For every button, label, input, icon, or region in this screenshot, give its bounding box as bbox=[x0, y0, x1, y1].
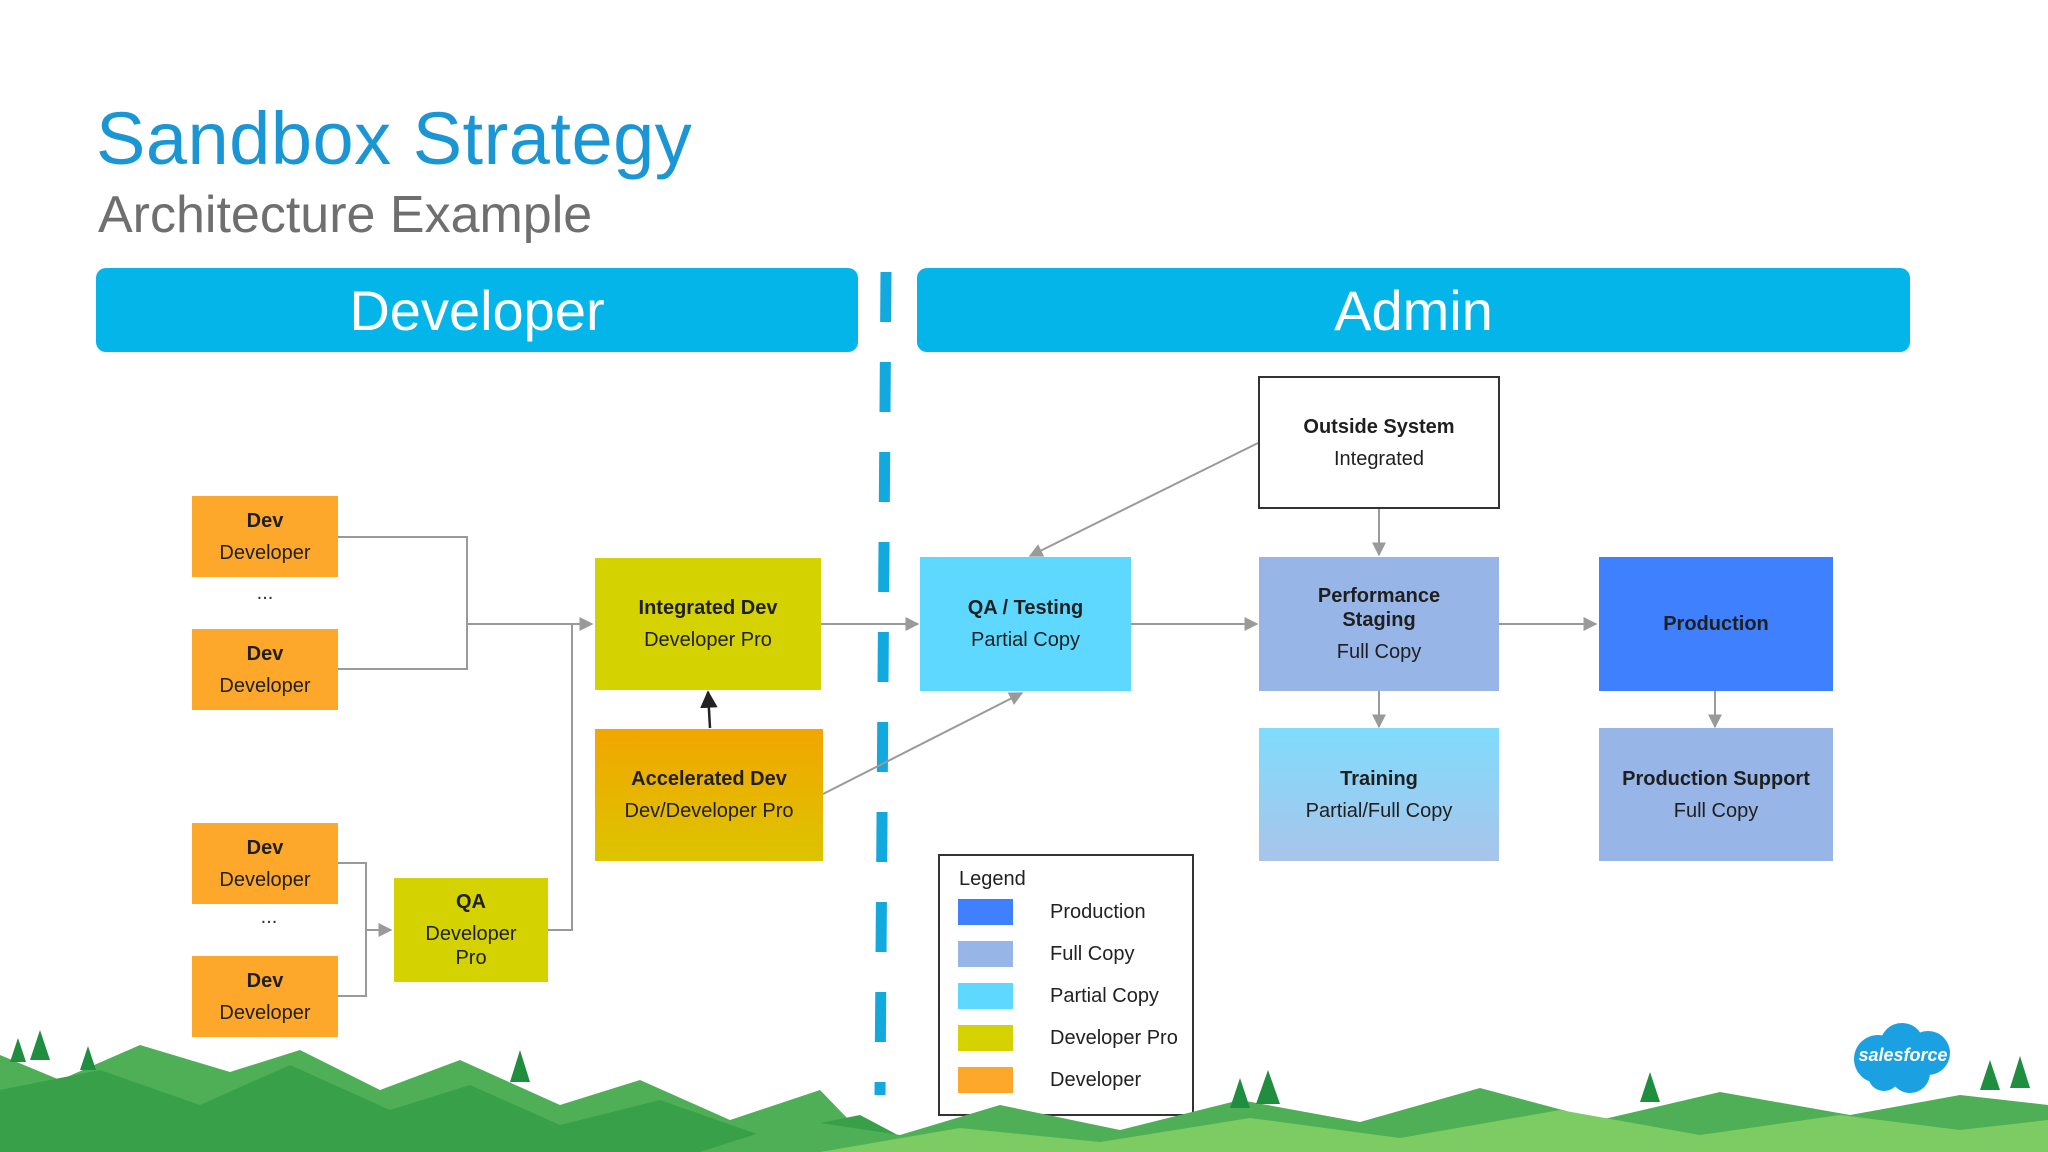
dev-sandbox-2-title: Dev bbox=[246, 642, 284, 665]
connector-accelerated-to-qa-testing bbox=[822, 692, 1024, 795]
dev-sandbox-1-title: Dev bbox=[246, 509, 284, 532]
qa-testing-type: Partial Copy bbox=[971, 629, 1080, 651]
qa-testing-sandbox: QA / Testing Partial Copy bbox=[920, 557, 1131, 691]
integrated-dev-sandbox: Integrated Dev Developer Pro bbox=[595, 558, 821, 690]
dev-sandbox-1-type: Developer bbox=[219, 541, 311, 564]
legend-swatch-production bbox=[958, 899, 1013, 925]
legend-label-production: Production bbox=[1050, 900, 1146, 923]
performance-staging-type: Full Copy bbox=[1336, 641, 1422, 663]
qa-sandbox: QA Developer Pro bbox=[394, 878, 548, 982]
connector-outside-to-qa-testing bbox=[1028, 442, 1259, 557]
outside-system: Outside System Integrated bbox=[1258, 376, 1500, 509]
slide-subtitle: Architecture Example bbox=[98, 186, 593, 244]
developer-band: Developer bbox=[96, 268, 858, 352]
legend-swatch-developer-pro bbox=[958, 1025, 1013, 1051]
integrated-dev-type: Developer Pro bbox=[644, 629, 772, 651]
mountain-decoration bbox=[0, 1030, 2048, 1152]
production-support-sandbox: Production Support Full Copy bbox=[1599, 728, 1833, 861]
accelerated-dev-sandbox: Accelerated Dev Dev/Developer Pro bbox=[595, 729, 823, 861]
legend-swatch-partial-copy bbox=[958, 983, 1013, 1009]
performance-staging-sandbox: Performance Staging Full Copy bbox=[1259, 557, 1499, 691]
legend-label-partial-copy: Partial Copy bbox=[1050, 984, 1159, 1007]
legend-title: Legend bbox=[959, 868, 1026, 890]
dev-sandbox-3-type: Developer bbox=[219, 868, 311, 891]
ellipsis-top: ... bbox=[256, 582, 274, 604]
training-type: Partial/Full Copy bbox=[1305, 799, 1453, 822]
legend-item-full-copy: Full Copy bbox=[958, 940, 1134, 968]
training-title: Training bbox=[1340, 767, 1418, 790]
connector-dev-pair-bottom bbox=[338, 862, 367, 997]
legend-label-developer-pro: Developer Pro bbox=[1050, 1026, 1178, 1049]
legend-item-partial-copy: Partial Copy bbox=[958, 982, 1159, 1010]
outside-system-title: Outside System bbox=[1303, 415, 1455, 438]
dev-sandbox-4-type: Developer bbox=[219, 1001, 311, 1024]
legend: Legend Production Full Copy Partial Copy… bbox=[938, 854, 1194, 1116]
production-title: Production bbox=[1663, 613, 1769, 635]
qa-sandbox-type: Developer Pro bbox=[425, 923, 517, 969]
legend-label-full-copy: Full Copy bbox=[1050, 942, 1135, 965]
accelerated-dev-title: Accelerated Dev bbox=[631, 768, 787, 790]
legend-item-developer-pro: Developer Pro bbox=[958, 1024, 1178, 1052]
salesforce-logo bbox=[1854, 1023, 1950, 1093]
dev-sandbox-2: Dev Developer bbox=[192, 629, 338, 710]
salesforce-logo-text: salesforce bbox=[1858, 1045, 1948, 1065]
dev-sandbox-1: Dev Developer bbox=[192, 496, 338, 577]
connector-dev-pair-top bbox=[338, 536, 468, 670]
accelerated-dev-type: Dev/Developer Pro bbox=[624, 800, 794, 822]
admin-band: Admin bbox=[917, 268, 1910, 352]
production-support-type: Full Copy bbox=[1673, 799, 1759, 822]
legend-item-production: Production bbox=[958, 898, 1146, 926]
ellipsis-bottom: ... bbox=[260, 906, 278, 928]
integrated-dev-title: Integrated Dev bbox=[638, 597, 778, 619]
outside-system-type: Integrated bbox=[1333, 447, 1425, 470]
qa-testing-title: QA / Testing bbox=[967, 597, 1084, 619]
dev-sandbox-2-type: Developer bbox=[219, 674, 311, 697]
production-support-title: Production Support bbox=[1622, 767, 1810, 790]
qa-sandbox-title: QA bbox=[456, 891, 486, 913]
legend-swatch-full-copy bbox=[958, 941, 1013, 967]
training-sandbox: Training Partial/Full Copy bbox=[1259, 728, 1499, 861]
dev-sandbox-4: Dev Developer bbox=[192, 956, 338, 1037]
slide-title: Sandbox Strategy bbox=[96, 97, 693, 180]
connector-qa-to-integrated bbox=[548, 624, 573, 931]
dev-sandbox-4-title: Dev bbox=[246, 969, 284, 992]
divider-dashed-line bbox=[874, 271, 892, 1096]
legend-item-developer: Developer bbox=[958, 1066, 1141, 1094]
dev-sandbox-3-title: Dev bbox=[246, 836, 284, 859]
connector-accelerated-to-integrated bbox=[700, 690, 718, 729]
dev-sandbox-3: Dev Developer bbox=[192, 823, 338, 904]
legend-swatch-developer bbox=[958, 1067, 1013, 1093]
legend-label-developer: Developer bbox=[1050, 1068, 1142, 1091]
performance-staging-title: Performance Staging bbox=[1317, 585, 1441, 631]
production-org: Production bbox=[1599, 557, 1833, 691]
